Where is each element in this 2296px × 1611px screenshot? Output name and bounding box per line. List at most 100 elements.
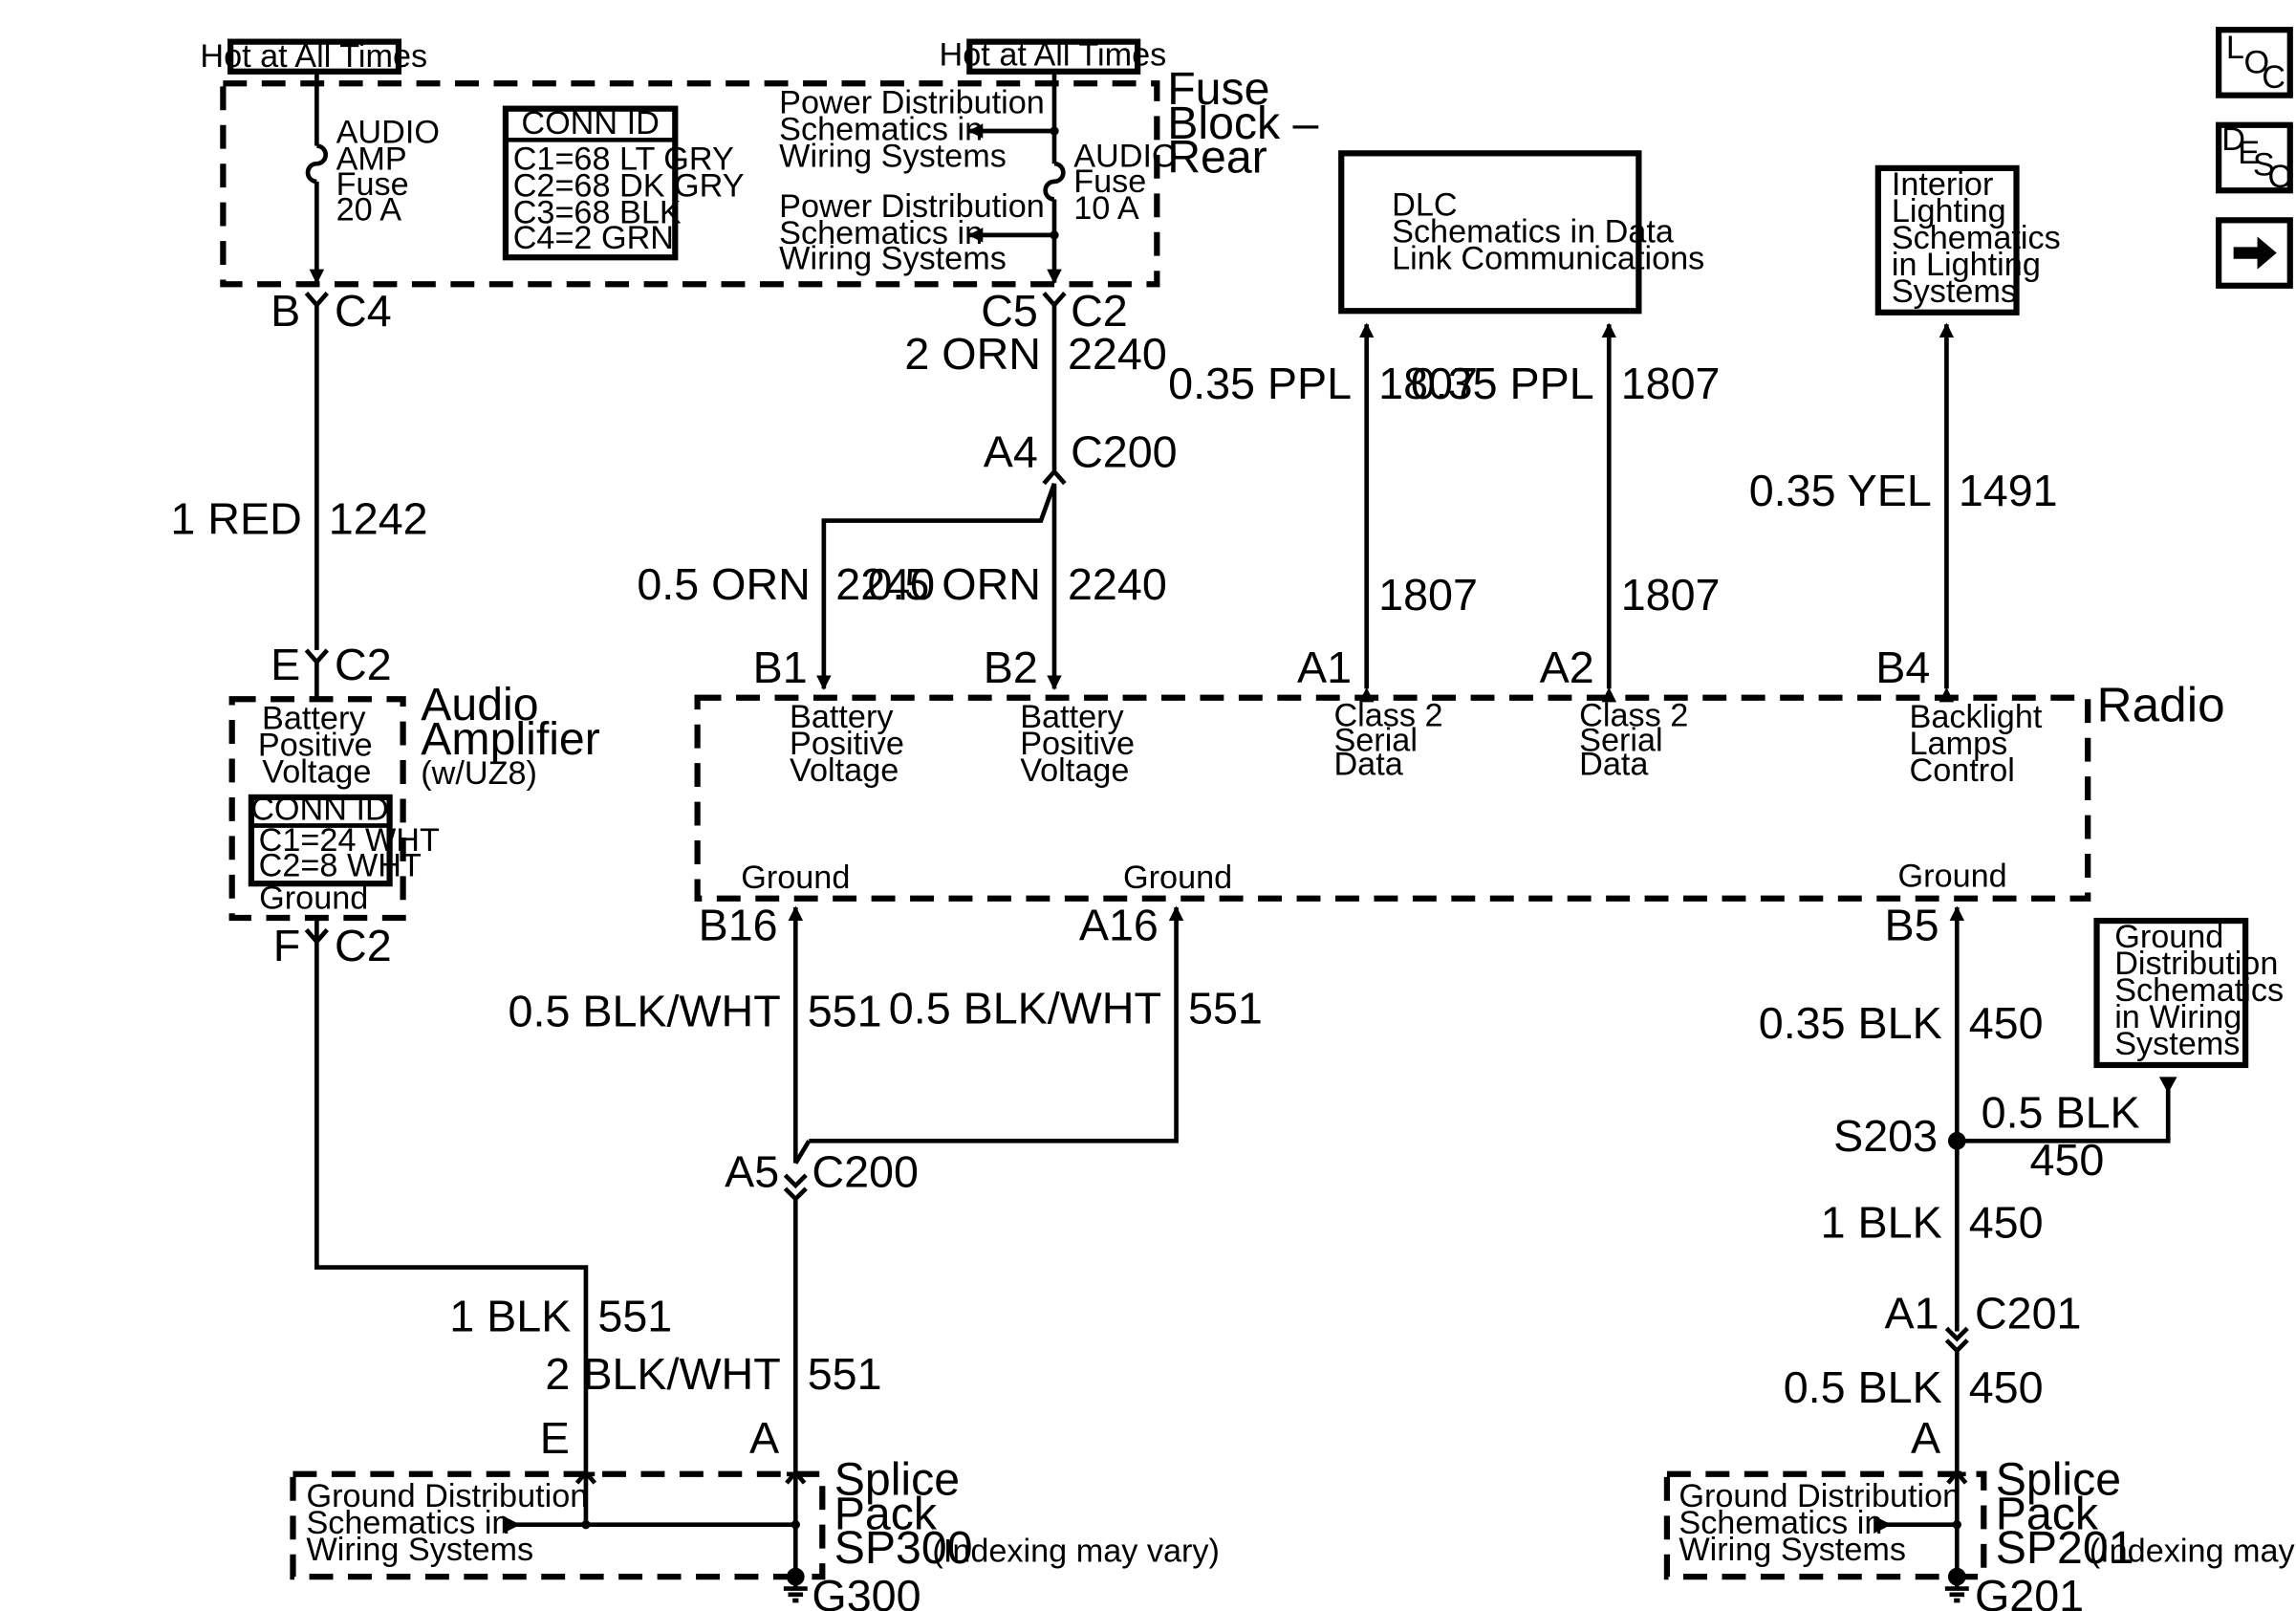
wire-bw2-circuit: 551 — [1188, 983, 1263, 1033]
fuse-block-label-1: Fuse — [1167, 63, 1269, 115]
splice-pack-sp201: A Ground Distribution Schematics in Wiri… — [1663, 1413, 2296, 1611]
ground-dist-right-3: Schematics — [2114, 972, 2284, 1009]
wire-blk1b-gauge: 1 BLK — [1821, 1197, 1942, 1247]
dlc-line-1: DLC — [1392, 187, 1457, 224]
hot-at-all-times-right: Hot at All Times — [940, 37, 1167, 74]
wire-orn2-gauge: 2 ORN — [904, 329, 1041, 379]
ground-dist-right-box — [2093, 917, 2249, 1069]
pin-a4: A4 — [984, 427, 1038, 477]
amp-pin-e: E — [271, 640, 300, 689]
wire-orn05a-gauge: 0.5 ORN — [637, 559, 811, 609]
interior-line-1: Interior — [1892, 166, 1993, 203]
wire-blk035-gauge: 0.35 BLK — [1759, 998, 1942, 1048]
pin-b: B — [271, 286, 300, 336]
splice-left-line-2: Pack — [834, 1488, 938, 1539]
hot-at-all-times-left: Hot at All Times — [200, 38, 427, 75]
amp-conn-f: C2 — [335, 921, 392, 970]
fuse-block-conn-c1: C1=68 LT GRY — [513, 141, 734, 177]
amp-fuse-icon — [305, 143, 329, 185]
ground-dist-right-4: in Wiring — [2114, 999, 2242, 1035]
interior-line-2: Lighting — [1892, 193, 2006, 229]
fuse-block-conn-c2: C2=68 DK GRY — [513, 167, 745, 204]
interior-line-3: Schematics — [1892, 220, 2061, 256]
wire-orn05b-gauge: 0.5 ORN — [867, 559, 1041, 609]
ground-g300: G300 — [812, 1571, 921, 1611]
fuse-block-conn-id-box — [502, 105, 679, 261]
audio-fuse-label-1: AUDIO — [1073, 138, 1177, 174]
power-dist-1-line-1: Power Distribution — [779, 84, 1045, 120]
radio-pin-b5: B5 — [1885, 900, 1939, 949]
amp-name-1: Audio — [421, 679, 538, 730]
loc-icon[interactable] — [2215, 27, 2293, 98]
wire-red-gauge: 1 RED — [170, 494, 301, 544]
radio-b2-line-2: Positive — [1020, 726, 1135, 762]
amp-conn-c2: C2=8 WHT — [259, 847, 422, 883]
desc-letter-d: D — [2221, 121, 2245, 158]
amp-name-2: Amplifier — [421, 713, 600, 765]
loc-letter-c: C — [2262, 59, 2285, 96]
splice-left-outline — [290, 1470, 826, 1580]
splice-left-pin-e: E — [540, 1413, 570, 1463]
amp-fuse-label-2: AMP — [336, 141, 407, 177]
amp-fuse-label-3: Fuse — [336, 166, 409, 203]
amp-fuse-label-1: AUDIO — [336, 114, 440, 150]
pin-a1-c201: A1 — [1885, 1288, 1939, 1338]
connector-c4-mark — [304, 292, 330, 309]
ground-symbol-icon — [1944, 1577, 1969, 1603]
desc-button[interactable]: D E S C — [2215, 121, 2293, 195]
wire-bw-551-a16 — [809, 905, 1184, 1143]
wire-ppl1-gauge: 0.35 PPL — [1168, 359, 1352, 408]
wire-blk-551-amp — [314, 917, 589, 1473]
desc-letter-e: E — [2238, 135, 2260, 171]
pin-c5: C5 — [981, 286, 1038, 336]
wire-blk-450-gd — [1957, 1085, 2171, 1143]
fuse-block-label-3: Rear — [1167, 132, 1267, 184]
fuse-block-conn-c3: C3=68 BLK — [513, 194, 682, 230]
audio-amplifier: Battery Positive Voltage CONN ID C1=24 W… — [228, 679, 600, 922]
loc-button[interactable]: L O C — [2215, 27, 2293, 98]
loc-letter-o: O — [2244, 44, 2270, 80]
wire-blk05g-circuit: 450 — [2030, 1135, 2105, 1185]
wire-blk05b-gauge: 0.5 BLK — [1784, 1362, 1942, 1412]
connector-amp-c2-top-mark — [304, 648, 330, 665]
radio-pin-a16: A16 — [1079, 900, 1159, 949]
desc-letter-s: S — [2253, 147, 2275, 184]
radio-ground-1: Ground — [741, 860, 850, 896]
interior-line-5: Systems — [1892, 273, 2017, 310]
connector-c201-mark — [1944, 1326, 1969, 1342]
splice-right-outline — [1663, 1470, 1987, 1580]
wire-ppl2-gauge: 0.35 PPL — [1411, 359, 1594, 408]
radio-b2-line-3: Voltage — [1020, 752, 1129, 789]
radio-b1-line-3: Voltage — [790, 752, 899, 789]
amp-fuse-label-4: 20 A — [336, 191, 402, 228]
connector-c2-mark — [1042, 292, 1067, 309]
ground-dist-right-1: Ground — [2114, 919, 2223, 955]
radio-pin-b2: B2 — [984, 642, 1038, 692]
amp-conn-e: C2 — [335, 640, 392, 689]
interior-lighting-box — [1874, 164, 2020, 316]
splice-right-note: (Indexing may vary) — [2090, 1534, 2296, 1570]
radio-b1-line-2: Positive — [790, 726, 904, 762]
hot-at-all-times-left-box — [227, 38, 402, 75]
wire-bw3-circuit: 551 — [808, 1349, 882, 1399]
radio-b1-line-1: Battery — [790, 699, 894, 735]
wire-blk035-circuit: 450 — [1969, 998, 2044, 1048]
desc-letter-c: C — [2267, 159, 2291, 195]
radio-pin-b4: B4 — [1875, 642, 1930, 692]
desc-icon[interactable] — [2215, 121, 2293, 194]
splice-s203: S203 — [1833, 1111, 1938, 1161]
amp-bpv-1: Battery — [262, 700, 366, 736]
wire-bw2-gauge: 0.5 BLK/WHT — [889, 983, 1161, 1033]
fuse-block: Hot at All Times Hot at All Times AUDIO … — [200, 37, 1319, 288]
amp-bpv-3: Voltage — [262, 753, 371, 790]
radio: Radio B1 Battery Positive Voltage B2 Bat… — [694, 642, 2225, 902]
ground-g201: G201 — [1975, 1571, 2084, 1611]
wire-ppl1-circuit-low: 1807 — [1378, 570, 1478, 620]
radio-name: Radio — [2097, 678, 2225, 732]
wire-blk1-circuit: 551 — [597, 1291, 672, 1340]
power-dist-1-line-2: Schematics in — [779, 111, 983, 147]
splice-right-line-3: SP201 — [1996, 1522, 2134, 1574]
next-button[interactable] — [2215, 217, 2293, 289]
audio-fuse-icon — [1043, 161, 1066, 202]
